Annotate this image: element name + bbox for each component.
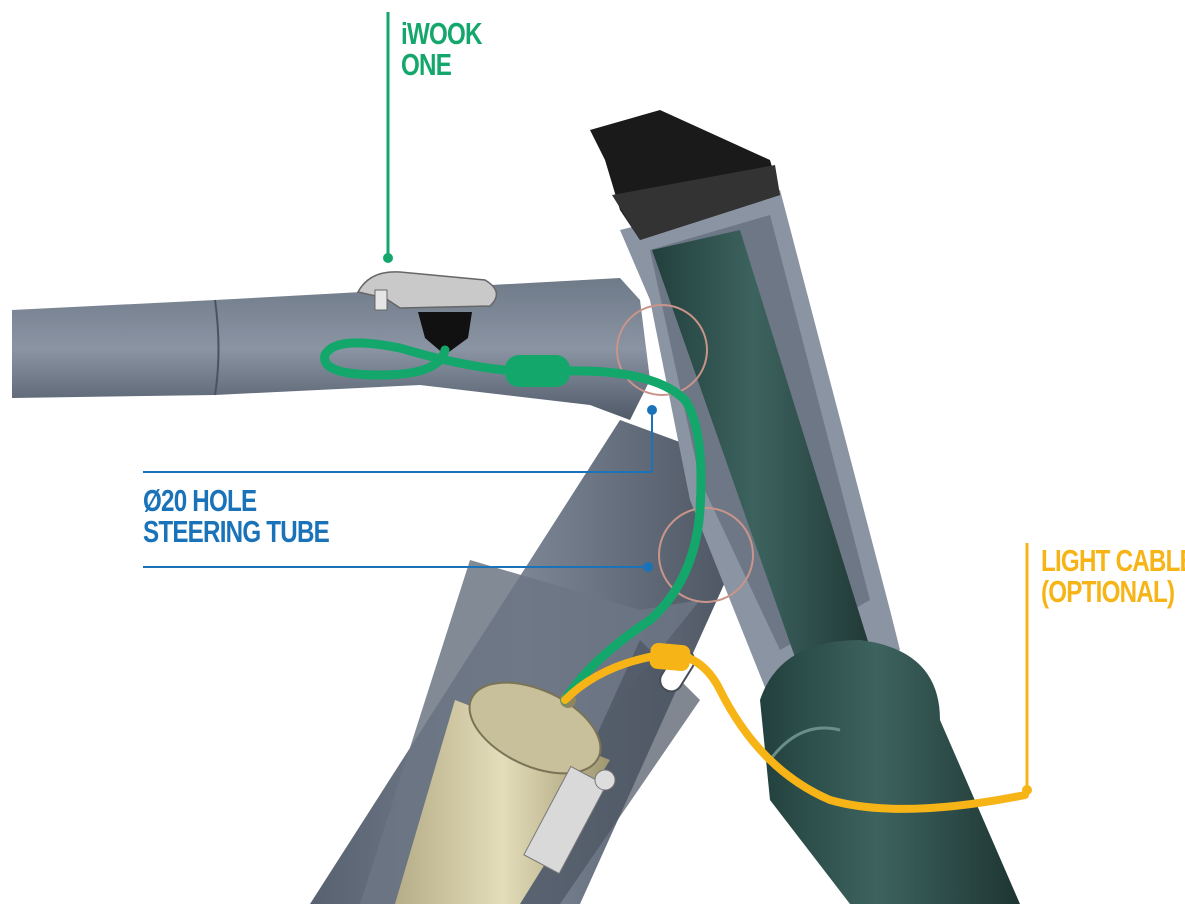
iwook-cable — [320, 338, 706, 705]
iwook-label-line2: ONE — [401, 47, 452, 82]
iwook-one-label: iWOOK ONE — [401, 16, 483, 82]
hole-label-line1: Ø20 HOLE — [143, 483, 257, 518]
cable-entry-circle-lower — [658, 507, 754, 603]
iwook-label-line1: iWOOK — [401, 16, 483, 51]
hole-callout-lines — [143, 405, 657, 572]
iwook-device — [356, 271, 498, 355]
steering-tube-hole-label: Ø20 HOLE STEERING TUBE — [143, 483, 330, 549]
light-label-line1: LIGHT CABLE — [1041, 543, 1185, 578]
light-cable — [561, 642, 1029, 813]
headset-cap — [590, 110, 780, 240]
light-cable-label: LIGHT CABLE (OPTIONAL) — [1041, 545, 1185, 607]
light-callout-line — [1022, 543, 1032, 795]
iwook-callout-line — [383, 12, 393, 263]
hole-label-line2: STEERING TUBE — [143, 514, 330, 549]
light-label-line2: (OPTIONAL) — [1041, 574, 1175, 609]
fork-steerer — [652, 230, 1020, 904]
cable-entry-circle-upper — [616, 304, 708, 396]
